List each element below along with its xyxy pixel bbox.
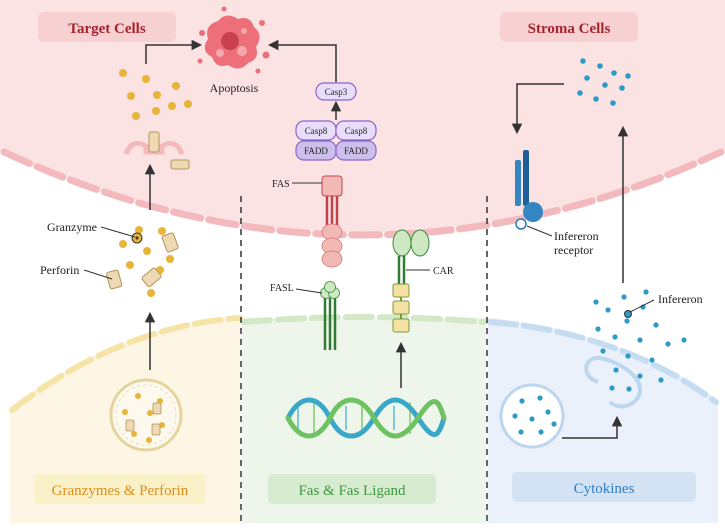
infereron-pointer — [629, 299, 655, 313]
receptor-label-line1: Infereron — [554, 229, 599, 243]
svg-text:Casp8: Casp8 — [305, 126, 328, 136]
granzymes-perforin-label: Granzymes & Perforin — [34, 474, 206, 504]
svg-text:Casp8: Casp8 — [345, 126, 368, 136]
cytokine-vesicle — [499, 383, 565, 449]
target-granules — [119, 69, 192, 120]
target-cell-membrane — [0, 148, 725, 239]
svg-text:Granzymes & Perforin: Granzymes & Perforin — [52, 483, 189, 499]
target-cell-body — [0, 0, 725, 233]
cytokine-to-receptor-arrow — [511, 83, 564, 135]
target-cells-label: Target Cells — [38, 12, 176, 42]
svg-text:Fas & Fas Ligand: Fas & Fas Ligand — [298, 483, 406, 499]
vesicle-to-secretion-arrow — [562, 415, 623, 439]
perforin-pointer — [83, 269, 113, 280]
infereron-label: Infereron — [658, 292, 703, 306]
svg-text:Target Cells: Target Cells — [68, 21, 146, 37]
cytokines-label: Cytokines — [512, 472, 696, 502]
casp3-to-apoptosis-arrow — [267, 39, 337, 82]
receptor-label-line2: receptor — [554, 243, 593, 257]
secretion-bulge — [584, 355, 643, 409]
right-cell-membrane — [487, 319, 719, 405]
granzyme-pointer — [100, 226, 136, 238]
dna-helix — [285, 397, 447, 439]
svg-text:FADD: FADD — [344, 146, 368, 156]
infereron-molecule — [624, 310, 632, 318]
svg-text:Stroma Cells: Stroma Cells — [528, 21, 611, 37]
svg-text:FADD: FADD — [304, 146, 328, 156]
perforin-pore-tube — [148, 131, 160, 153]
casp8-complex: Casp8 Casp8 FADD FADD — [295, 120, 377, 161]
middle-cell-membrane — [241, 314, 487, 325]
apoptosis-cell — [197, 6, 270, 74]
perforin-label: Perforin — [40, 263, 79, 277]
fas-receptor — [321, 175, 343, 268]
car-receptor — [392, 229, 430, 333]
fasl-label: FASL — [270, 283, 294, 294]
stroma-cytokines — [577, 58, 631, 106]
casp3-box: Casp3 — [315, 82, 357, 101]
granule-to-apoptosis-arrow — [145, 39, 203, 64]
car-label: CAR — [433, 266, 454, 277]
target-cell — [0, 0, 725, 239]
apoptosis-label: Apoptosis — [210, 81, 259, 95]
granzyme-label: Granzyme — [47, 220, 97, 234]
fas-ligand-label: Fas & Fas Ligand — [268, 474, 436, 504]
stroma-cells-label: Stroma Cells — [500, 12, 638, 42]
fas-label: FAS — [272, 179, 290, 190]
granzyme-vesicle — [109, 378, 183, 452]
perforin-free-tube — [170, 159, 190, 170]
secreted-cytokines — [593, 289, 687, 392]
receptor-pointer — [526, 225, 553, 237]
left-cell-membrane — [9, 315, 243, 413]
released-granules — [106, 226, 179, 297]
svg-text:Cytokines: Cytokines — [574, 481, 635, 497]
fasl-pointer — [295, 288, 323, 294]
infereron-receptor — [515, 150, 543, 230]
svg-text:Casp3: Casp3 — [325, 87, 348, 97]
